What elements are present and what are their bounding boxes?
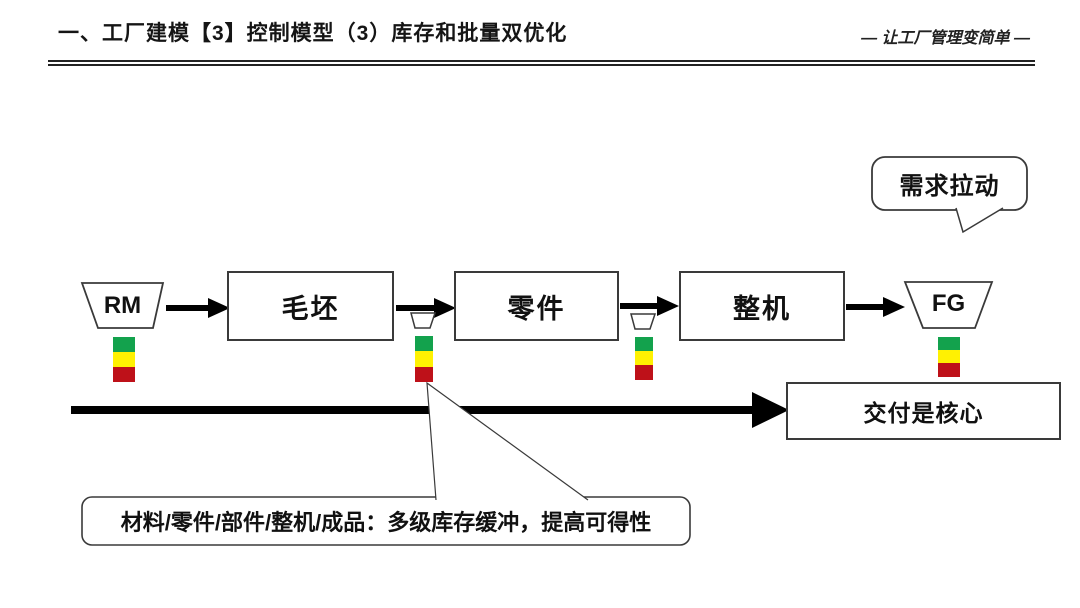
stage-box-blank [227,271,394,341]
buffer-yellow [938,350,960,363]
buffer-note-bubble [81,496,691,546]
buffer-yellow [415,351,433,367]
buffer-red [415,367,433,382]
buffer-green [635,337,653,351]
buffer-yellow [113,352,135,367]
wip-stock-trapezoid-1 [410,312,437,329]
buffer-yellow [635,351,653,365]
buffer-note-label: 材料/零件/部件/整机/成品：多级库存缓冲，提高可得性 [120,510,652,535]
buffer-red [938,363,960,377]
rm-label: RM [103,291,142,319]
flow-arrow-2 [396,298,456,318]
buffer-red [635,365,653,380]
buffer-green [415,336,433,351]
page-title: 一、工厂建模【3】控制模型（3）库存和批量双优化 [58,22,568,45]
header-divider [48,60,1035,66]
wip-stock-trapezoid-2 [630,313,657,330]
flow-arrow-3 [620,296,679,316]
delivery-box [786,382,1061,440]
stage-box-assembly [679,271,845,341]
delivery-arrow [71,392,789,428]
stage-box-part [454,271,619,341]
demand-pull-bubble [871,156,1028,211]
stage-label-assembly: 整机 [733,293,791,324]
buffer-green [113,337,135,352]
fg-label: FG [931,290,966,317]
buffer-stack-part [635,337,653,380]
delivery-arrowhead-icon [752,392,789,428]
flow-arrow-1 [166,298,230,318]
stage-label-blank: 毛坯 [281,293,340,324]
buffer-stack-rm [113,337,135,382]
fg-stock-trapezoid [903,281,994,329]
buffer-red [113,367,135,382]
header-slogan: — 让工厂管理变简单 — [861,30,1030,47]
buffer-note-bubble-tail [426,381,589,501]
rm-stock-trapezoid [80,282,165,329]
buffer-green [938,337,960,350]
delivery-label: 交付是核心 [863,400,984,426]
stage-label-part: 零件 [507,293,566,324]
demand-pull-label: 需求拉动 [899,173,1000,200]
flow-arrow-4 [846,297,905,317]
buffer-stack-blank [415,336,433,382]
demand-pull-bubble-tail [955,207,1004,234]
buffer-stack-fg [938,337,960,377]
